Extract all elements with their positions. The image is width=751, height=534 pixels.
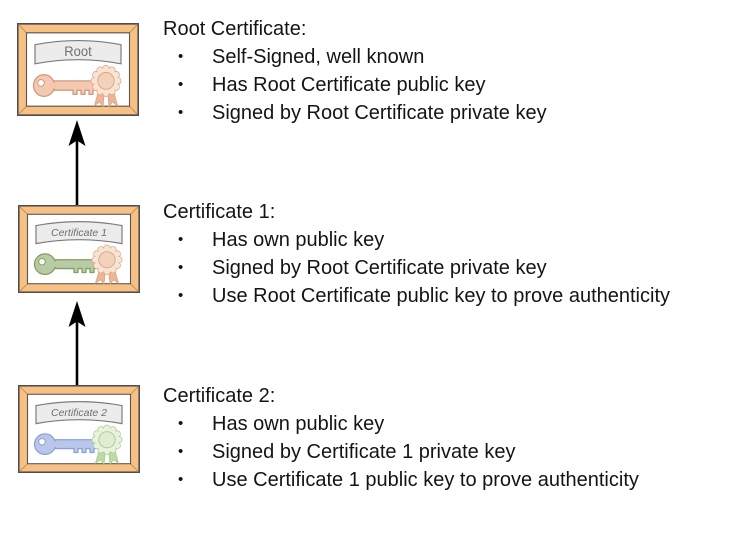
root-certificate-text: Root Certificate: • Self-Signed, well kn… [163,15,748,127]
bullet-marker: • [178,48,184,65]
key-icon [32,73,102,98]
bullet-marker: • [178,415,184,432]
banner-label: Certificate 2 [51,408,107,419]
banner: Root [34,39,122,65]
bullet-item: • Signed by Root Certificate private key [163,254,748,282]
bullet-item: • Use Certificate 1 public key to prove … [163,466,748,494]
picture-frame [18,205,140,293]
bullet-item: • Signed by Certificate 1 private key [163,438,748,466]
bullet-label: Signed by Certificate 1 private key [212,441,516,463]
certificate-icon: Certificate 2 [18,385,140,473]
bullet-marker: • [178,231,184,248]
section-heading: Certificate 2: [163,385,276,407]
seal-icon [91,244,123,286]
certificate-1-text: Certificate 1: • Has own public key • Si… [163,198,748,310]
certificate-icon: Certificate 1 [18,205,140,293]
bullet-item: • Use Root Certificate public key to pro… [163,282,748,310]
bullet-marker: • [178,104,184,121]
bullet-marker: • [178,471,184,488]
bullet-marker: • [178,443,184,460]
certificate-2-text: Certificate 2: • Has own public key • Si… [163,382,748,494]
bullet-label: Use Root Certificate public key to prove… [212,285,670,307]
bullet-item: • Signed by Root Certificate private key [163,99,748,127]
bullet-item: • Has own public key [163,226,748,254]
bullet-label: Self-Signed, well known [212,46,425,68]
banner: Certificate 1 [35,221,123,245]
bullet-item: • Self-Signed, well known [163,43,748,71]
up-arrow-icon [68,301,86,386]
bullet-marker: • [178,287,184,304]
picture-frame [17,23,139,116]
bullet-item: • Has own public key [163,410,748,438]
bullet-marker: • [178,76,184,93]
section-heading: Certificate 1: [163,201,276,223]
bullet-marker: • [178,259,184,276]
bullet-label: Has own public key [212,413,385,435]
section-heading: Root Certificate: [163,18,307,40]
banner-label: Root [64,44,92,59]
seal-icon [90,64,122,108]
bullet-label: Signed by Root Certificate private key [212,102,547,124]
bullet-label: Has own public key [212,229,385,251]
seal-icon [91,424,123,466]
certificate-2-figure: Certificate 2 [18,385,140,473]
banner-label: Certificate 1 [51,228,107,239]
bullet-label: Signed by Root Certificate private key [212,257,547,279]
bullet-label: Has Root Certificate public key [212,74,486,96]
picture-frame [18,385,140,473]
certificate-icon: Root [17,23,139,116]
banner: Certificate 2 [35,401,123,425]
certificate-1-figure: Certificate 1 [18,205,140,293]
bullet-label: Use Certificate 1 public key to prove au… [212,469,639,491]
root-certificate-figure: Root [17,23,139,116]
up-arrow-icon [68,120,86,206]
bullet-item: • Has Root Certificate public key [163,71,748,99]
